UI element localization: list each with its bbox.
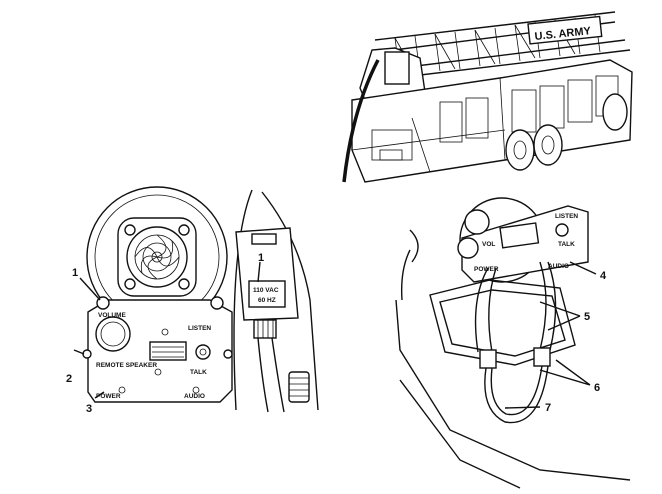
power-knob[interactable] [457, 237, 479, 259]
callout-6: 6 [594, 382, 600, 394]
mounting-bracket [429, 279, 576, 366]
callout-1-speaker: 1 [72, 267, 78, 279]
aerial-ladder-truck: U.S. ARMY [342, 11, 633, 183]
callout-3: 3 [86, 403, 92, 415]
talk-label: TALK [558, 241, 575, 248]
truck-side-text: U.S. ARMY [534, 25, 592, 43]
installed-speaker-box: LISTEN TALK VOL POWER AUDIO [395, 197, 631, 489]
mounting-screw [82, 349, 92, 359]
voltage-label-plate [248, 280, 286, 308]
listen-talk-switch[interactable] [555, 223, 569, 237]
frequency-text: 60 HZ [258, 297, 276, 304]
data-plate [149, 341, 187, 361]
aerial-ladder: U.S. ARMY [374, 11, 631, 79]
voltage-text: 110 VAC [253, 287, 279, 294]
listen-label: LISTEN [188, 325, 211, 332]
listen-label: LISTEN [555, 213, 578, 220]
cable-connector [253, 319, 277, 339]
remote-speaker-assembly: VOLUME LISTEN TALK REMOTE SPEAKER POWER … [82, 186, 233, 403]
talk-label: TALK [190, 369, 207, 376]
speaker-cable [342, 59, 380, 183]
vol-label: VOL [482, 241, 495, 248]
listen-talk-switch[interactable] [195, 344, 211, 360]
audio-label: AUDIO [548, 263, 569, 270]
power-label: POWER [96, 393, 121, 400]
remote-speaker-label: REMOTE SPEAKER [96, 362, 157, 369]
power-supply-assembly: 110 VAC 60 HZ [233, 189, 319, 413]
callout-2: 2 [66, 373, 72, 385]
leader-lines [73, 261, 597, 409]
volume-label: VOLUME [98, 312, 126, 319]
callout-numbers: 1 1 2 3 4 5 6 7 [66, 252, 607, 415]
callout-5: 5 [584, 311, 590, 323]
audio-label: AUDIO [184, 393, 205, 400]
panel-screw [210, 296, 224, 310]
data-plate [499, 222, 540, 249]
callout-1-supply: 1 [258, 252, 264, 264]
cable-coupling [288, 371, 310, 403]
volume-knob[interactable] [464, 209, 490, 235]
mounting-screw [223, 349, 233, 359]
callout-4: 4 [600, 270, 607, 282]
callout-7: 7 [545, 402, 551, 414]
speaker-grille [134, 234, 180, 280]
